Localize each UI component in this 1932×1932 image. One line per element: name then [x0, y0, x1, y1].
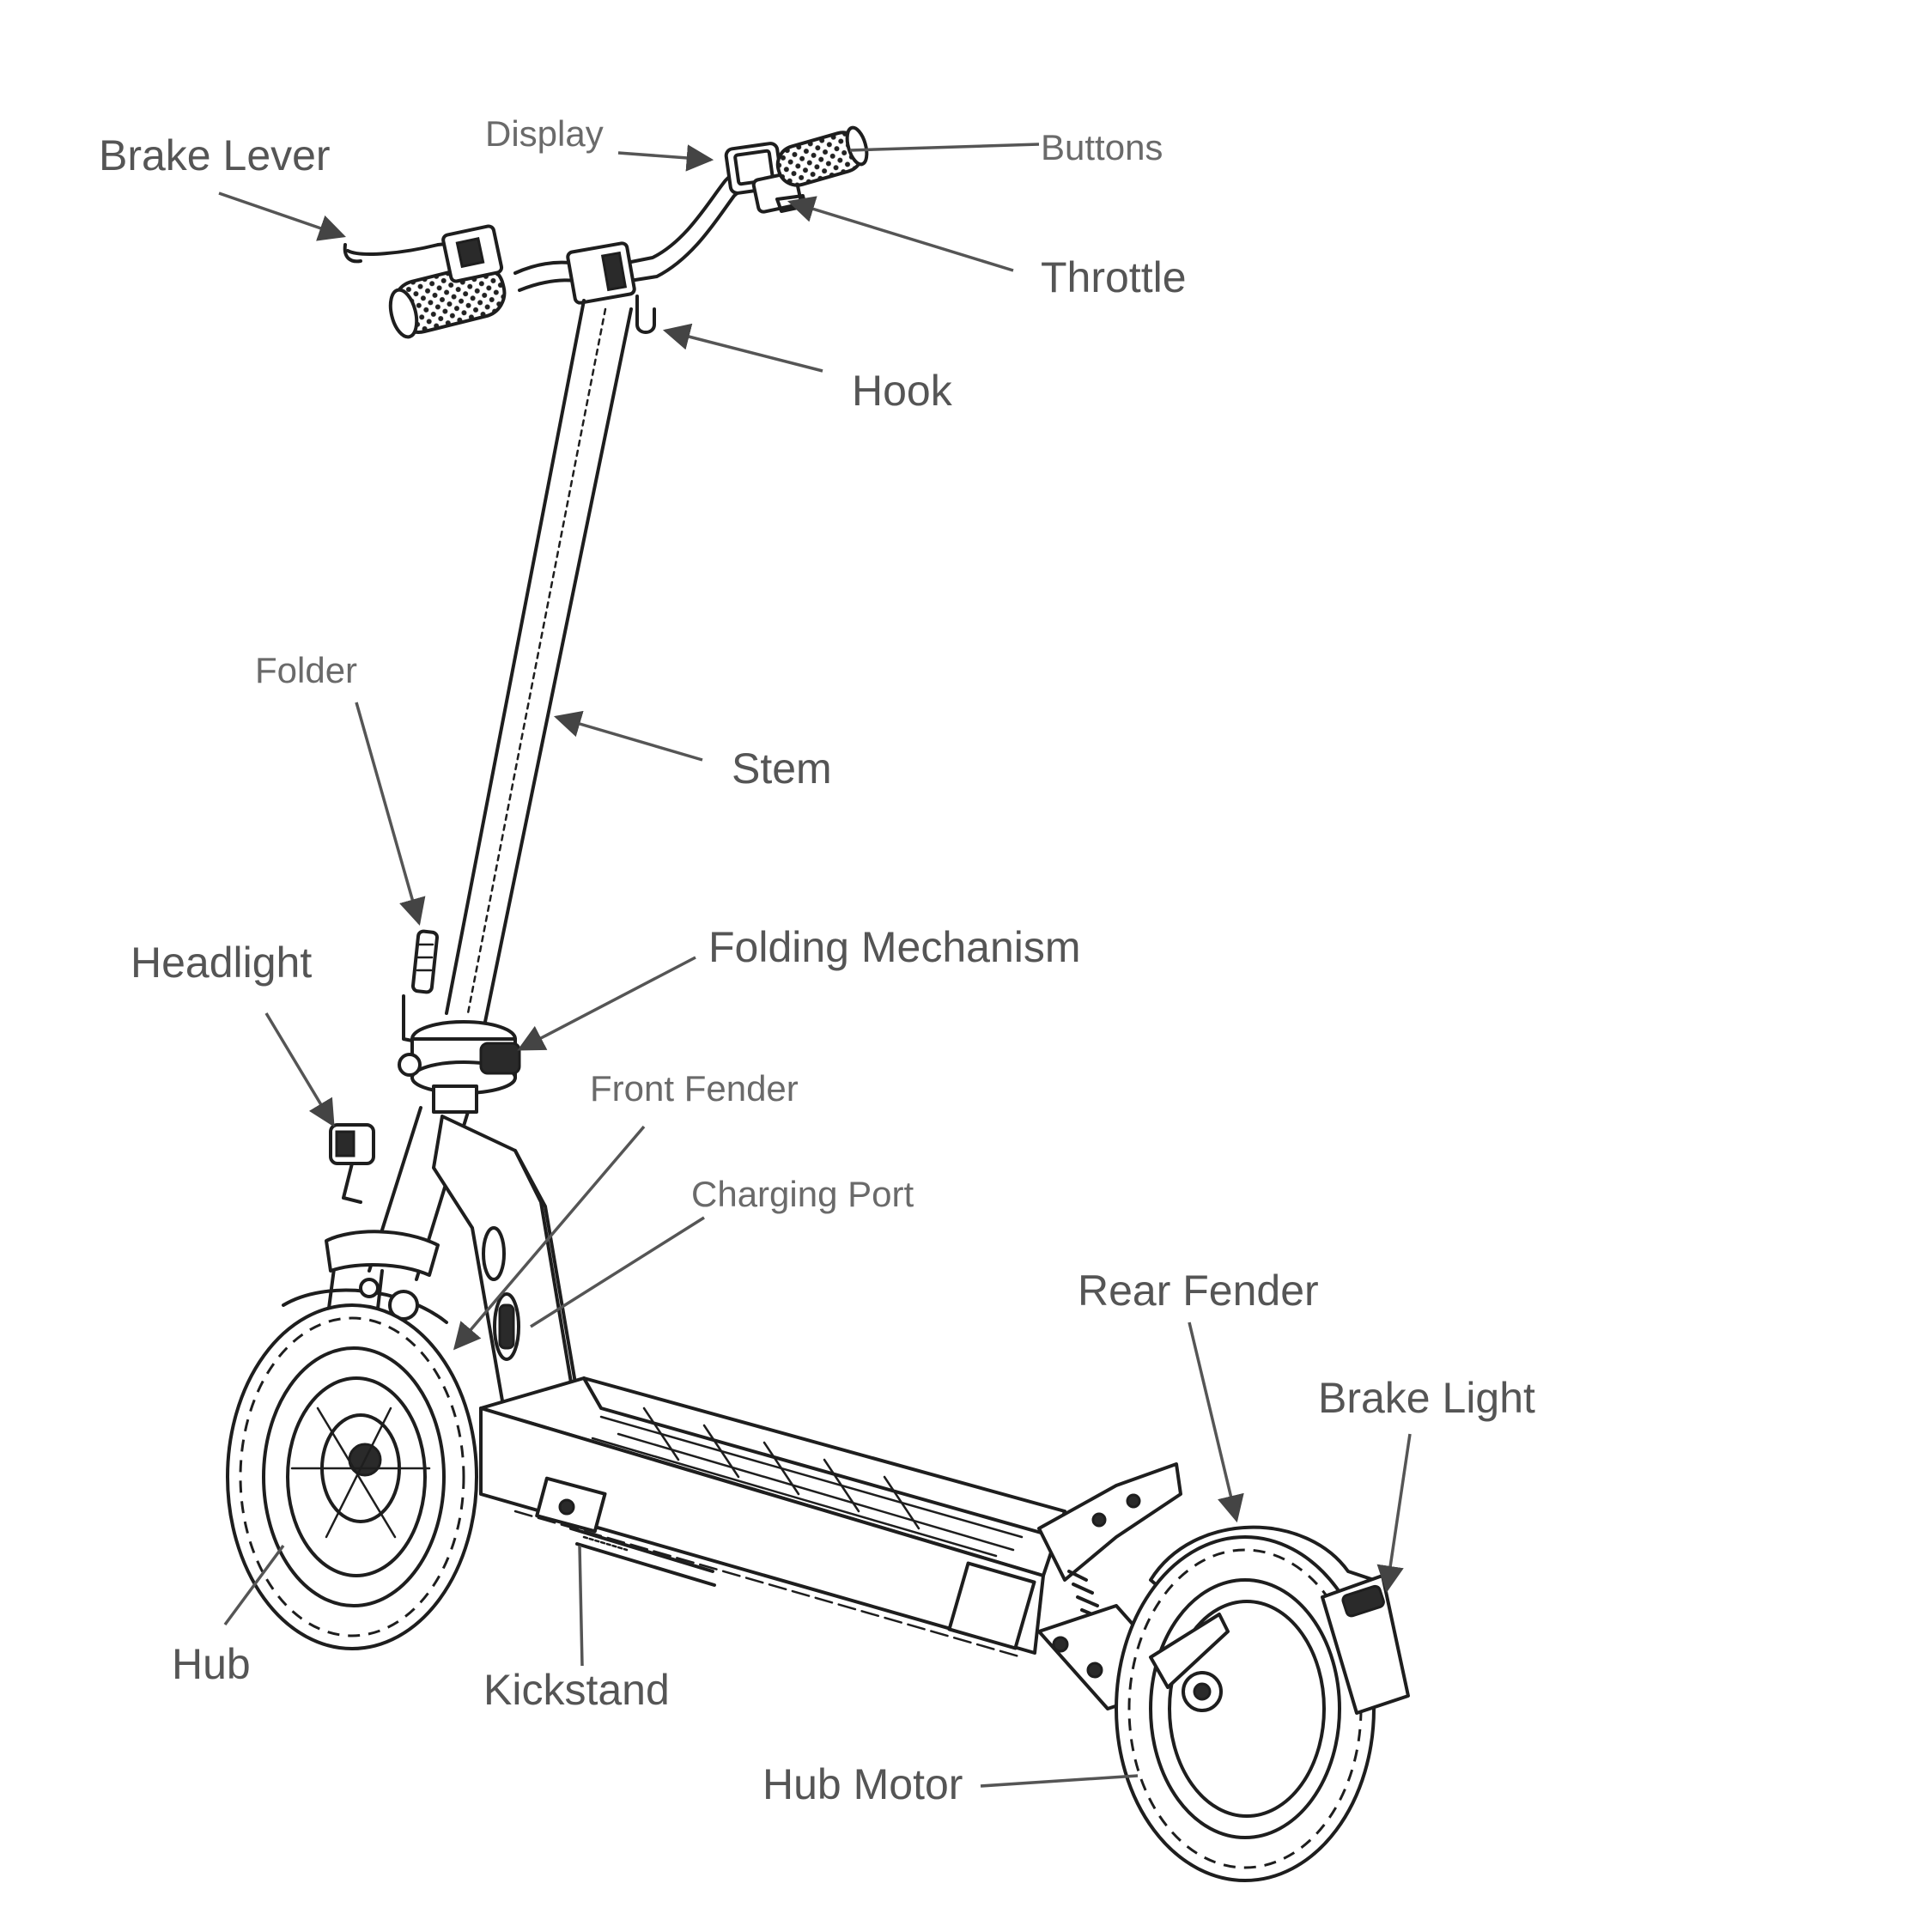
label-brake-light: Brake Light — [1318, 1374, 1535, 1422]
scooter-illustration — [226, 125, 1410, 1882]
folder-part — [402, 929, 440, 1045]
headlight-part — [329, 1123, 375, 1204]
label-hub-motor: Hub Motor — [762, 1760, 963, 1808]
right-grip — [775, 125, 869, 187]
label-charging-port: Charging Port — [691, 1174, 914, 1214]
label-folding-mechanism: Folding Mechanism — [708, 923, 1081, 971]
label-brake-lever: Brake Lever — [99, 131, 331, 179]
head-tube — [368, 1106, 581, 1427]
hook-part — [635, 295, 656, 334]
front-wheel — [226, 1303, 478, 1650]
label-display: Display — [485, 113, 604, 154]
label-stem: Stem — [732, 744, 832, 793]
folding-mechanism-part — [398, 1020, 521, 1114]
rear-wheel — [1115, 1535, 1376, 1882]
kickstand-part — [535, 1476, 716, 1587]
label-rear-fender: Rear Fender — [1078, 1267, 1319, 1315]
deck — [479, 1376, 1066, 1659]
label-headlight: Headlight — [131, 939, 312, 987]
hub-motor-part — [1149, 1578, 1341, 1839]
brake-lever-part — [346, 240, 465, 256]
stem-part — [445, 299, 633, 1024]
label-folder: Folder — [255, 650, 357, 690]
left-grip — [388, 264, 507, 339]
label-hub: Hub — [172, 1640, 251, 1688]
leader-lines — [218, 143, 1412, 1788]
label-hook: Hook — [852, 367, 953, 415]
label-buttons: Buttons — [1041, 127, 1163, 167]
label-front-fender: Front Fender — [590, 1068, 799, 1109]
label-throttle: Throttle — [1041, 253, 1187, 301]
label-kickstand: Kickstand — [483, 1666, 670, 1714]
labels: Brake Lever Display Buttons Throttle Hoo… — [99, 113, 1535, 1808]
brake-light-part — [1321, 1574, 1410, 1715]
handlebar — [343, 125, 869, 339]
